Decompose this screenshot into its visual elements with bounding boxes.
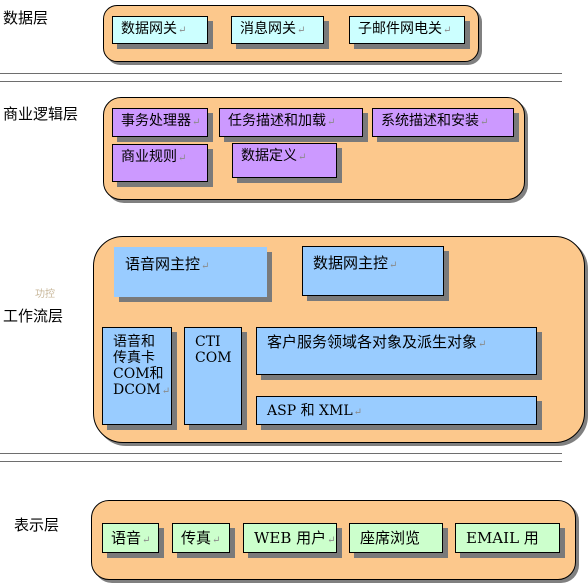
paragraph-mark-icon: ↵ [353,407,363,418]
system-description-box: 系统描述和安装↵ [372,108,514,137]
paragraph-mark-icon: ↵ [192,117,201,128]
email-gateway-box: 子邮件网电关↵ [349,16,465,44]
separator-line [0,453,562,454]
paragraph-mark-icon: ↵ [480,117,489,128]
paragraph-mark-icon: ↵ [478,339,487,350]
data-definition-label: 数据定义 [241,148,297,164]
voice-fax-line: 语音和 [113,334,155,350]
data-control-label: 数据网主控 [313,254,389,272]
voice-control-label: 语音网主控 [125,255,201,273]
agent-browse-box: 座席浏览 [349,523,443,553]
paragraph-mark-icon: ↵ [298,152,307,163]
email-user-box: EMAIL 用 [455,523,560,553]
data-definition-box: 数据定义↵ [232,143,337,178]
data-layer-label: 数据层 [3,9,49,27]
web-user-label: WEB 用户 [254,529,327,547]
presentation-layer-label: 表示层 [14,516,60,534]
email-gateway-label: 子邮件网电关 [358,21,442,37]
separator-line [0,73,562,74]
voice-fax-line: DCOM [113,382,161,398]
asp-xml-label: ASP 和 XML [267,403,353,419]
voice-box: 语音↵ [102,523,159,553]
separator-line [0,461,562,462]
paragraph-mark-icon: ↵ [327,117,336,128]
message-gateway-box: 消息网关↵ [231,16,324,44]
asp-xml-box: ASP 和 XML↵ [256,396,537,425]
transaction-processor-label: 事务处理器 [121,113,191,129]
paragraph-mark-icon: ↵ [212,535,221,546]
message-gateway-label: 消息网关 [240,21,296,37]
paragraph-mark-icon: ↵ [297,25,306,36]
web-user-box: WEB 用户↵ [243,523,337,553]
data-control-box: 数据网主控↵ [302,246,444,296]
task-description-box: 任务描述和加载↵ [219,108,363,137]
paragraph-mark-icon: ↵ [389,260,398,271]
separator-line [0,81,562,82]
faint-label: 功控 [35,289,55,300]
data-gateway-box: 数据网关↵ [112,16,208,44]
voice-fax-card-box: 语音和 传真卡 COM和 DCOM↵ [102,327,172,425]
system-description-label: 系统描述和安装 [381,113,479,129]
workflow-layer-label: 工作流层 [3,307,64,325]
paragraph-mark-icon: ↵ [178,25,187,36]
fax-label: 传真 [181,529,212,547]
com-line: COM [195,350,232,366]
customer-service-label: 客户服务领域各对象及派生对象 [267,333,478,351]
email-user-label: EMAIL 用 [466,529,539,547]
transaction-processor-box: 事务处理器↵ [112,108,208,137]
data-gateway-label: 数据网关 [121,21,177,37]
paragraph-mark-icon: ↵ [161,386,171,397]
business-rules-box: 商业规则↵ [112,144,208,182]
paragraph-mark-icon: ↵ [443,25,452,36]
paragraph-mark-icon: ↵ [178,153,187,164]
business-layer-label: 商业逻辑层 [3,105,79,123]
fax-box: 传真↵ [172,523,230,553]
customer-service-box: 客户服务领域各对象及派生对象↵ [256,327,537,375]
paragraph-mark-icon: ↵ [201,261,210,272]
task-description-label: 任务描述和加载 [228,113,326,129]
paragraph-mark-icon: ↵ [327,535,336,546]
paragraph-mark-icon: ↵ [142,535,151,546]
agent-browse-label: 座席浏览 [360,529,421,547]
voice-fax-line: COM和 [113,366,164,382]
cti-com-box: CTI COM [184,327,242,425]
business-rules-label: 商业规则 [121,149,177,165]
voice-control-box: 语音网主控↵ [114,247,267,297]
cti-line: CTI [195,334,221,350]
voice-fax-line: 传真卡 [113,350,155,366]
voice-label: 语音 [111,529,142,547]
